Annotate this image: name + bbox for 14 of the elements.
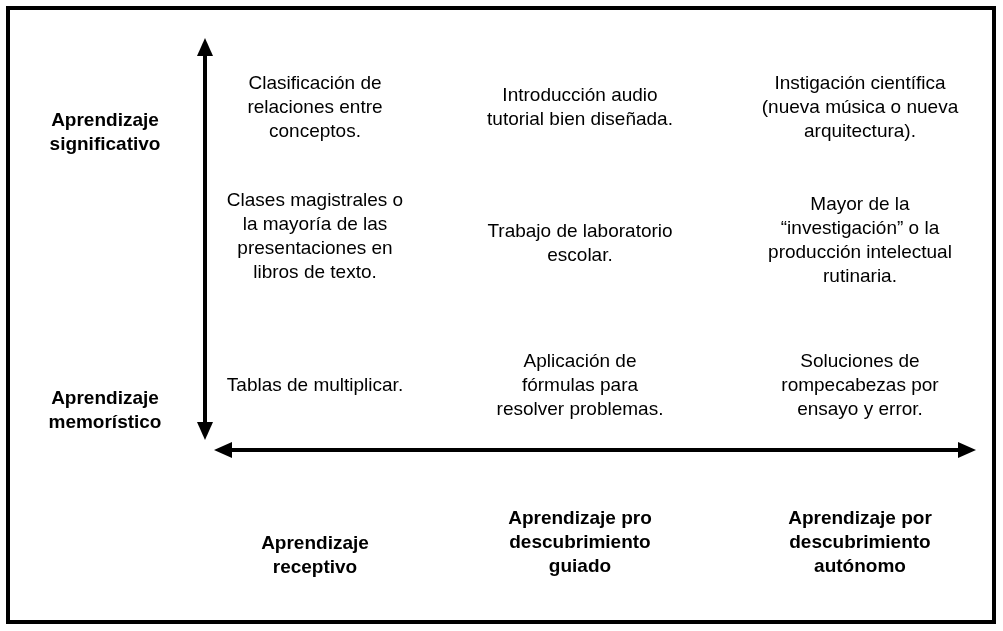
cell-text: Soluciones de rompecabezas por ensayo y error. (780, 349, 940, 421)
cell-text: Instigación científica (nueva música o nueva arquitectura). (760, 71, 960, 143)
axis-label: Aprendizaje memorístico (47, 386, 163, 434)
cell-text: Trabajo de laboratorio escolar. (486, 219, 674, 267)
axis-label: Aprendizaje significativo (48, 108, 162, 156)
cell-text: Mayor de la “investigación” o la producción intelectual rutinaria. (767, 192, 953, 288)
cell-text: Aplicación de fórmulas para resolver problemas. (495, 349, 665, 421)
cell-text: Tablas de multiplicar. (225, 373, 405, 397)
cell-text: Clases magistrales o la mayoría de las presentaciones en libros de texto. (225, 188, 405, 284)
cell-text: Clasificación de relaciones entre conceptos. (246, 71, 384, 143)
cell-text: Introducción audio tutorial bien diseñada. (486, 83, 674, 131)
axis-label: Aprendizaje receptivo (260, 531, 370, 579)
axis-label: Aprendizaje por descubrimiento autónomo (787, 506, 933, 578)
axis-label: Aprendizaje pro descubrimiento guiado (507, 506, 653, 578)
